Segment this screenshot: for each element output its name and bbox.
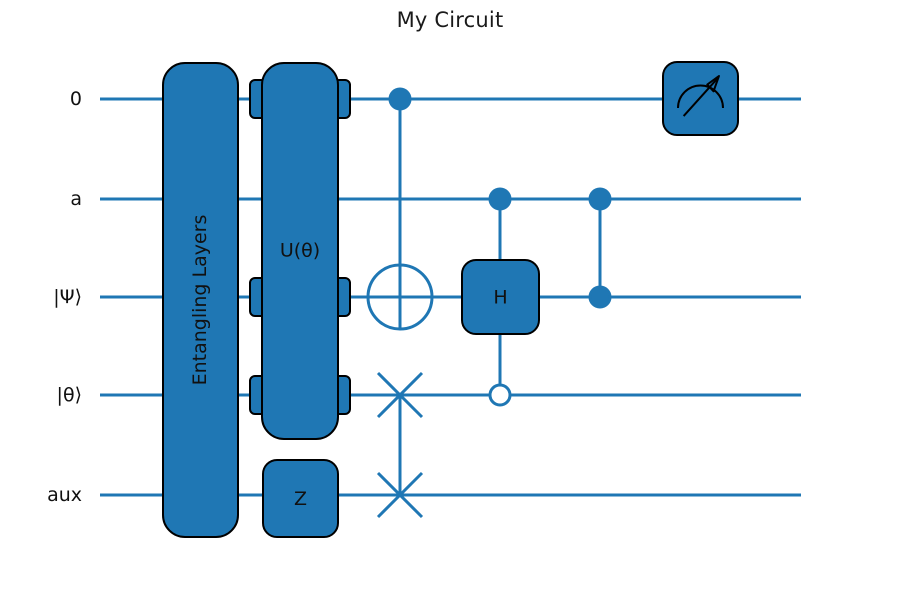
swap-cross-icon[interactable] xyxy=(376,471,424,519)
gate-ch-gate[interactable]: H xyxy=(461,187,540,407)
gate-cnot[interactable] xyxy=(366,87,434,331)
qubit-label-0: 0 xyxy=(69,88,82,110)
gate-z-gate[interactable]: Z xyxy=(262,459,339,538)
qubit-label-4: aux xyxy=(47,484,82,506)
measurement-arrowhead xyxy=(706,75,720,93)
gate-label-z-gate: Z xyxy=(294,488,307,510)
gate-box-ch-gate[interactable] xyxy=(461,259,540,335)
gate-u-theta[interactable]: U(θ) xyxy=(249,62,351,440)
gates-layer: Entangling Layers U(θ) Z H xyxy=(162,61,739,538)
control-dot-icon[interactable] xyxy=(488,187,512,211)
gate-entangling-layers[interactable]: Entangling Layers xyxy=(162,62,239,538)
gate-label-ch-gate: H xyxy=(493,287,507,309)
qubit-label-1: a xyxy=(70,188,82,210)
measurement-needle xyxy=(682,77,719,117)
anti-control-dot-icon[interactable] xyxy=(488,383,512,407)
swap-cross-icon[interactable] xyxy=(376,371,424,419)
gate-label-entangling-layers: Entangling Layers xyxy=(189,215,211,386)
gate-box-entangling-layers[interactable] xyxy=(162,62,239,538)
control-dot-icon[interactable] xyxy=(388,87,412,111)
gate-box-z-gate[interactable] xyxy=(262,459,339,538)
measurement-arc xyxy=(677,84,724,108)
qubit-label-3: |θ⟩ xyxy=(56,384,82,406)
gate-swap[interactable] xyxy=(376,371,424,519)
qubit-label-2: |Ψ⟩ xyxy=(53,286,82,308)
gate-box-u-theta[interactable] xyxy=(261,62,339,440)
page-title: My Circuit xyxy=(396,8,504,32)
control-dot-icon[interactable] xyxy=(588,187,612,211)
gate-cz-gate[interactable] xyxy=(588,187,612,309)
gate-measure[interactable] xyxy=(662,61,739,136)
gate-label-u-theta: U(θ) xyxy=(280,240,320,262)
control-dot-icon[interactable] xyxy=(588,285,612,309)
